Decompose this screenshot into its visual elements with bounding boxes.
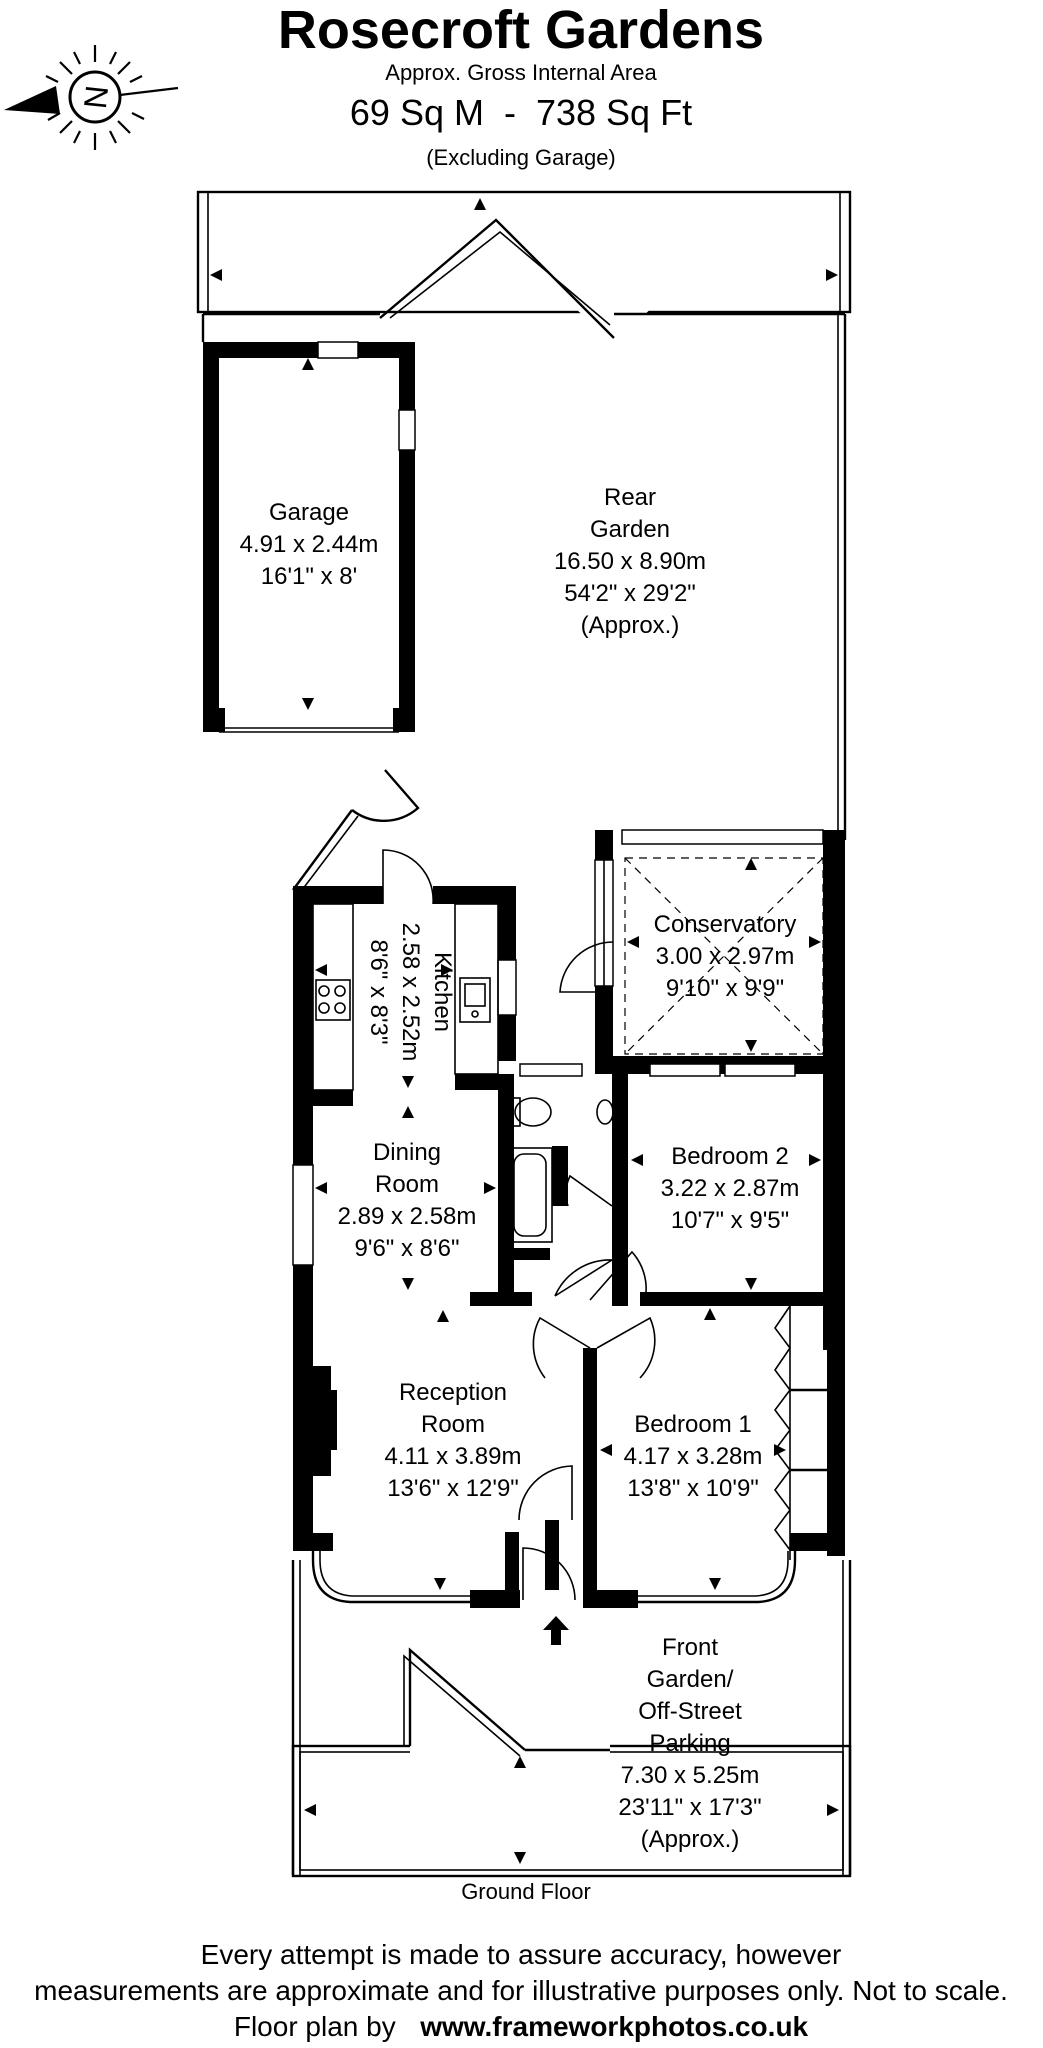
svg-text:9'10" x 9'9": 9'10" x 9'9": [666, 975, 784, 1002]
garage-label: Garage 4.91 x 2.44m 16'1" x 8': [240, 499, 379, 590]
rear-garden-boundary: [196, 190, 852, 895]
svg-text:2.89 x 2.58m: 2.89 x 2.58m: [338, 1203, 477, 1230]
conservatory-label: Conservatory 3.00 x 2.97m 9'10" x 9'9": [654, 911, 797, 1002]
svg-text:Off-Street: Off-Street: [638, 1698, 742, 1725]
credit-line: Floor plan by www.frameworkphotos.co.uk: [234, 2011, 809, 2042]
kitchen-label: Kitchen 2.58 x 2.52m 8'6" x 8'3": [365, 923, 456, 1062]
bath-icon: [507, 1147, 553, 1243]
svg-text:Reception: Reception: [399, 1379, 507, 1406]
svg-text:4.17 x 3.28m: 4.17 x 3.28m: [624, 1443, 763, 1470]
svg-text:Front: Front: [662, 1634, 718, 1661]
svg-text:9'6" x 8'6": 9'6" x 8'6": [355, 1235, 460, 1262]
hob-icon: [315, 979, 351, 1021]
svg-text:Conservatory: Conservatory: [654, 911, 797, 938]
svg-text:2.58 x 2.52m: 2.58 x 2.52m: [397, 923, 424, 1062]
bedroom-2-label: Bedroom 2 3.22 x 2.87m 10'7" x 9'5": [661, 1143, 800, 1234]
garage: [203, 341, 416, 733]
north-arrow-icon: N: [4, 45, 179, 150]
front-garden-label: Front Garden/ Off-Street Parking 7.30 x …: [618, 1634, 761, 1853]
svg-text:10'7" x 9'5": 10'7" x 9'5": [671, 1207, 789, 1234]
disclaimer-line-1: Every attempt is made to assure accuracy…: [201, 1939, 842, 1970]
svg-text:23'11" x 17'3": 23'11" x 17'3": [618, 1794, 761, 1821]
svg-text:3.22 x 2.87m: 3.22 x 2.87m: [661, 1175, 800, 1202]
svg-text:Bedroom 2: Bedroom 2: [671, 1143, 788, 1170]
front-garden-boundary: [291, 1560, 852, 1878]
svg-text:Kitchen: Kitchen: [429, 952, 456, 1032]
svg-text:Garage: Garage: [269, 499, 349, 526]
svg-text:13'6" x 12'9": 13'6" x 12'9": [387, 1475, 519, 1502]
floor-label: Ground Floor: [461, 1879, 591, 1904]
svg-text:Rear: Rear: [604, 484, 656, 511]
entrance-arrow-icon: [543, 1616, 569, 1645]
svg-text:Room: Room: [375, 1171, 439, 1198]
svg-text:(Approx.): (Approx.): [581, 612, 680, 639]
disclaimer-line-2: measurements are approximate and for ill…: [34, 1975, 1008, 2006]
svg-text:Parking: Parking: [649, 1730, 730, 1757]
svg-text:3.00 x 2.97m: 3.00 x 2.97m: [656, 943, 795, 970]
rear-garden-label: Rear Garden 16.50 x 8.90m 54'2" x 29'2" …: [554, 484, 706, 639]
svg-text:Dining: Dining: [373, 1139, 441, 1166]
svg-text:13'8" x 10'9": 13'8" x 10'9": [627, 1475, 759, 1502]
gross-area: 69 Sq M - 738 Sq Ft: [350, 92, 692, 133]
sink-icon: [459, 977, 491, 1023]
dining-room-label: Dining Room 2.89 x 2.58m 9'6" x 8'6": [338, 1139, 477, 1262]
compass-letter: N: [77, 84, 115, 111]
svg-text:4.91 x 2.44m: 4.91 x 2.44m: [240, 531, 379, 558]
svg-text:16'1" x 8': 16'1" x 8': [261, 563, 357, 590]
svg-text:8'6" x 8'3": 8'6" x 8'3": [365, 940, 392, 1045]
toilet-icon: [511, 1097, 552, 1127]
reception-room-label: Reception Room 4.11 x 3.89m 13'6" x 12'9…: [385, 1379, 522, 1502]
svg-text:54'2" x 29'2": 54'2" x 29'2": [564, 580, 696, 607]
property-title: Rosecroft Gardens: [278, 0, 764, 60]
svg-text:Garden/: Garden/: [647, 1666, 734, 1693]
basin-icon: [596, 1099, 614, 1125]
bedroom-1-label: Bedroom 1 4.17 x 3.28m 13'8" x 10'9": [624, 1411, 763, 1502]
svg-text:(Approx.): (Approx.): [641, 1826, 740, 1853]
svg-text:Room: Room: [421, 1411, 485, 1438]
credit-prefix: Floor plan by: [234, 2011, 396, 2042]
area-caption: Approx. Gross Internal Area: [385, 60, 657, 85]
svg-text:16.50 x 8.90m: 16.50 x 8.90m: [554, 548, 706, 575]
svg-text:7.30 x 5.25m: 7.30 x 5.25m: [621, 1762, 760, 1789]
area-note: (Excluding Garage): [426, 145, 616, 170]
svg-text:4.11 x 3.89m: 4.11 x 3.89m: [385, 1443, 522, 1470]
svg-text:Garden: Garden: [590, 516, 670, 543]
dimension-markers: [210, 198, 839, 1864]
svg-text:Bedroom 1: Bedroom 1: [634, 1411, 751, 1438]
credit-link[interactable]: www.frameworkphotos.co.uk: [419, 2011, 808, 2042]
